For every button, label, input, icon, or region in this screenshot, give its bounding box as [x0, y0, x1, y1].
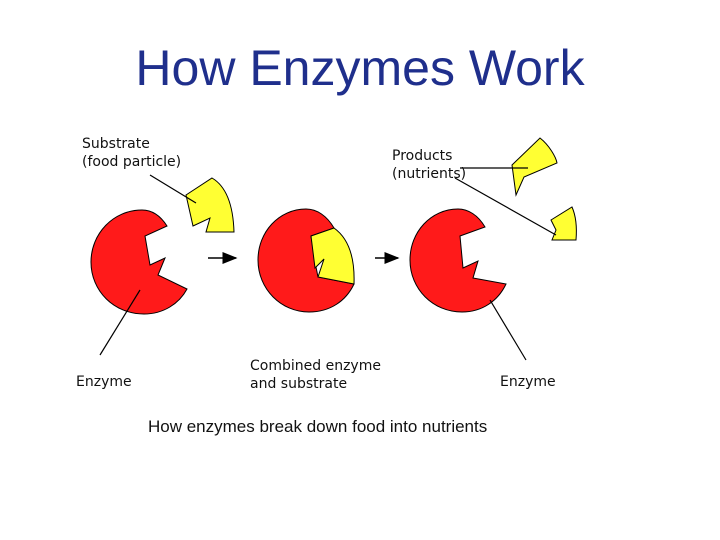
enzyme-right-leader: [489, 299, 527, 361]
enzyme-shape-middle: [257, 208, 355, 313]
products-label: Products: [392, 148, 452, 164]
products-sublabel: (nutrients): [392, 166, 466, 182]
enzyme-shape-left: [90, 209, 188, 315]
diagram-caption: How enzymes break down food into nutrien…: [148, 417, 487, 436]
products-leader-bottom: [454, 177, 557, 236]
substrate-shape-free: [185, 177, 235, 233]
product-shape-bottom: [550, 206, 577, 241]
enzyme-label-right: Enzyme: [500, 374, 556, 390]
substrate-shape-bound: [310, 227, 355, 285]
slide-title: How Enzymes Work: [135, 40, 585, 96]
substrate-sublabel: (food particle): [82, 154, 181, 170]
enzyme-label-left: Enzyme: [76, 374, 132, 390]
product-shape-top: [511, 137, 558, 197]
enzyme-shape-right: [409, 208, 507, 313]
combined-label: Combined enzyme: [250, 358, 381, 374]
substrate-label: Substrate: [82, 136, 150, 152]
combined-sublabel: and substrate: [250, 376, 347, 392]
substrate-leader: [149, 174, 197, 204]
enzyme-left-leader: [99, 289, 141, 356]
